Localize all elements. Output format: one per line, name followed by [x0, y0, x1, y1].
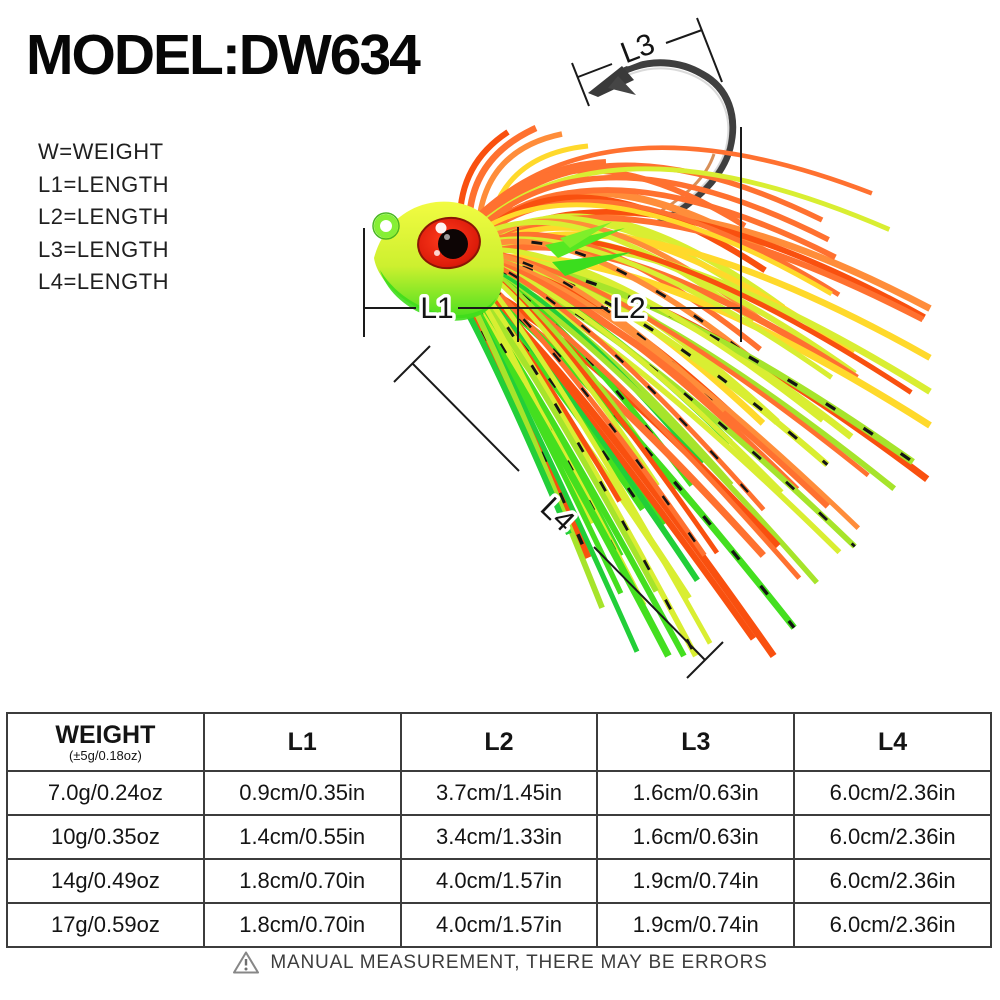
- table-cell: 6.0cm/2.36in: [793, 858, 992, 904]
- dimension-label-l2: L2: [612, 292, 645, 325]
- dimension-legend: W=WEIGHT L1=LENGTH L2=LENGTH L3=LENGTH L…: [38, 136, 169, 299]
- table-cell: 17g/0.59oz: [6, 902, 205, 948]
- table-cell: 6.0cm/2.36in: [793, 814, 992, 860]
- column-header-l4: L4: [793, 712, 992, 772]
- jig-head: [372, 201, 504, 321]
- table-cell: 1.9cm/0.74in: [596, 858, 796, 904]
- table-cell: 4.0cm/1.57in: [399, 902, 599, 948]
- column-header-weight-label: WEIGHT: [55, 721, 156, 749]
- legend-item-l2: L2=LENGTH: [38, 204, 170, 229]
- hook-barb: [608, 76, 636, 95]
- table-cell: 1.4cm/0.55in: [202, 814, 402, 860]
- column-header-weight-tolerance: (±5g/0.18oz): [68, 748, 142, 763]
- legend-item-l1: L1=LENGTH: [38, 171, 170, 197]
- table-cell: 4.0cm/1.57in: [399, 858, 599, 904]
- table-cell: 6.0cm/2.36in: [793, 902, 992, 948]
- collar-fins: [545, 222, 632, 276]
- skirt-strands: [445, 145, 932, 659]
- table-cell: 1.8cm/0.70in: [202, 858, 402, 904]
- table-cell: 3.4cm/1.33in: [399, 814, 599, 860]
- table-cell: 0.9cm/0.35in: [202, 770, 402, 816]
- column-header-l2: L2: [399, 712, 599, 772]
- table-cell: 6.0cm/2.36in: [793, 770, 992, 816]
- legend-item-weight: W=WEIGHT: [38, 139, 164, 164]
- table-cell: 1.6cm/0.63in: [596, 814, 796, 860]
- legend-item-l4: L4=LENGTH: [38, 269, 170, 294]
- table-cell: 1.9cm/0.74in: [596, 902, 796, 948]
- hook-point: [588, 66, 634, 97]
- table-cell: 14g/0.49oz: [6, 858, 205, 904]
- warning-triangle-icon: [233, 951, 260, 974]
- dimension-label-l1: L1: [420, 292, 453, 325]
- hook-eyelet: [374, 214, 398, 238]
- table-cell: 1.8cm/0.70in: [202, 902, 402, 948]
- page-title: MODEL:DW634: [26, 23, 421, 87]
- lure-eye: [417, 216, 481, 270]
- disclaimer-text: MANUAL MEASUREMENT, THERE MAY BE ERRORS: [270, 951, 768, 973]
- table-cell: 7.0g/0.24oz: [6, 770, 205, 816]
- column-header-weight: WEIGHT (±5g/0.18oz): [6, 712, 205, 772]
- lure-diagram: L1 L2 L3 L4: [363, 17, 932, 679]
- disclaimer: MANUAL MEASUREMENT, THERE MAY BE ERRORS: [0, 950, 1000, 975]
- column-header-l3: L3: [596, 712, 796, 772]
- legend-item-l3: L3=LENGTH: [38, 236, 170, 262]
- table-cell: 10g/0.35oz: [6, 814, 205, 860]
- table-cell: 1.6cm/0.63in: [596, 770, 796, 816]
- dimension-lines: [363, 17, 742, 679]
- table-cell: 3.7cm/1.45in: [399, 770, 599, 816]
- spec-table: WEIGHT (±5g/0.18oz) L1 L2 L3 L4 7.0g/0.2…: [6, 712, 992, 948]
- column-header-l1: L1: [202, 712, 402, 772]
